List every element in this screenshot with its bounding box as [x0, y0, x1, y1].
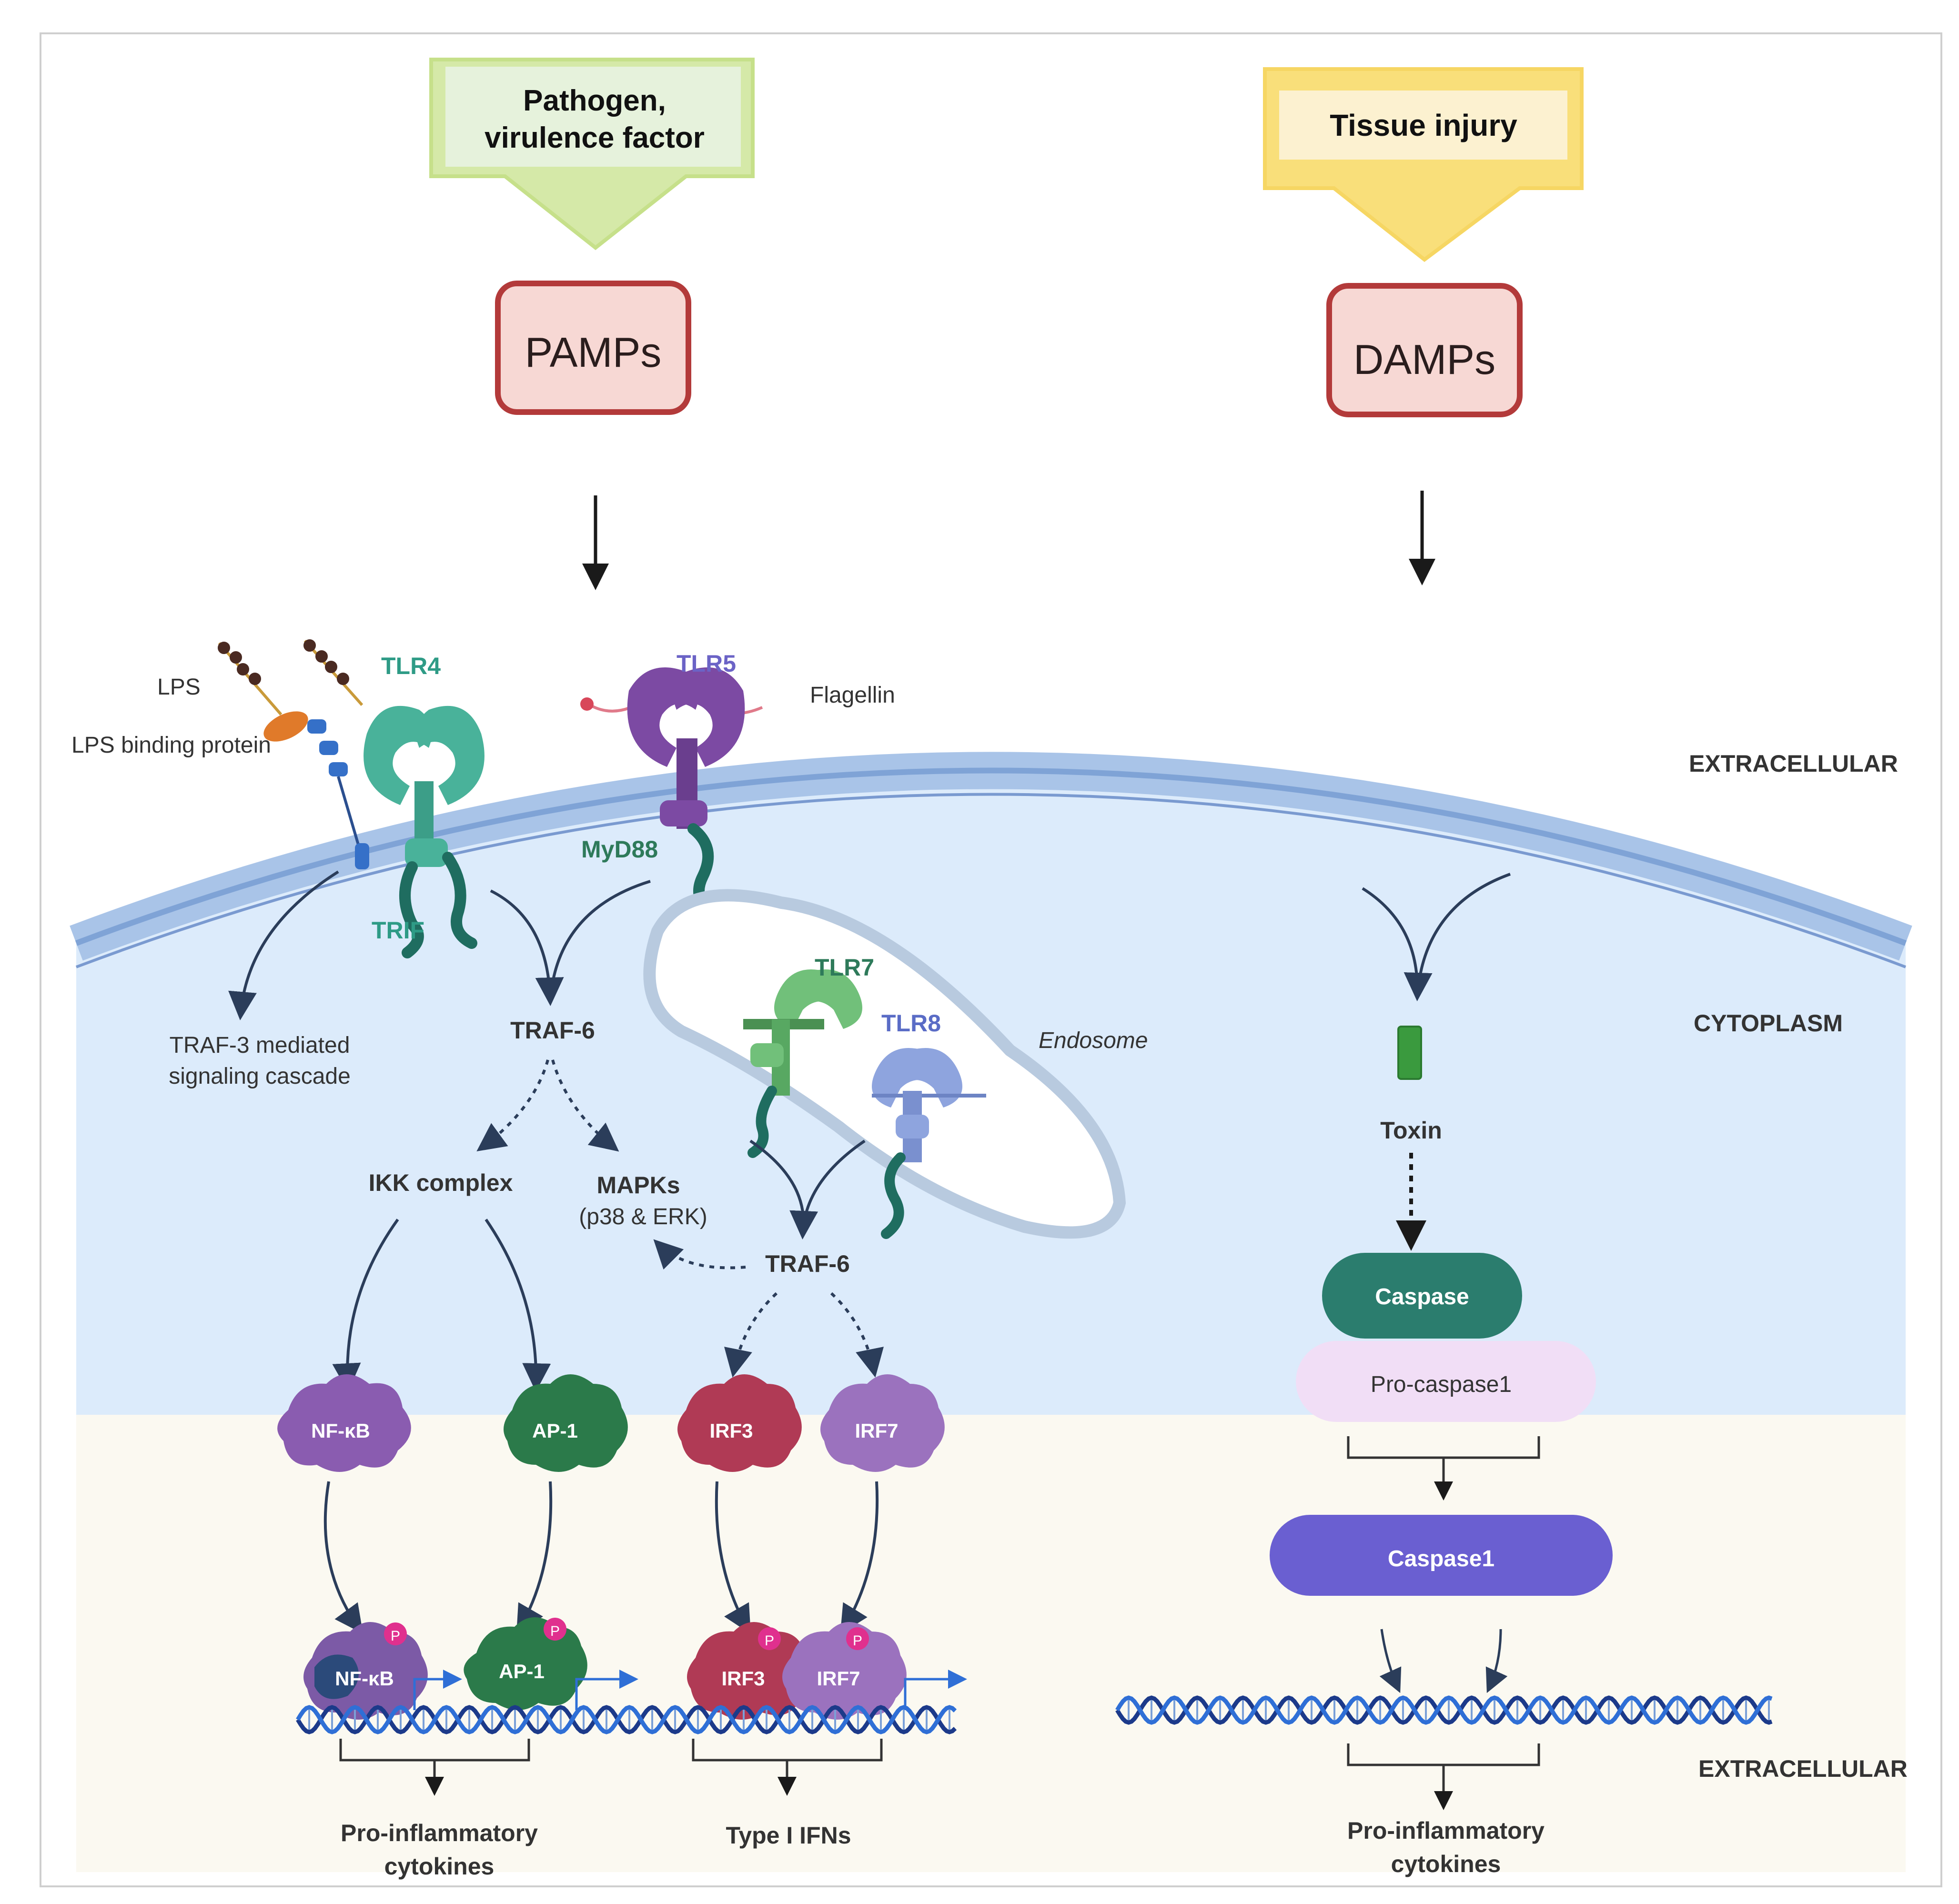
traf6-upper-label: TRAF-6	[510, 1017, 595, 1044]
cytoplasm-label: CYTOPLASM	[1694, 1010, 1843, 1037]
svg-text:virulence factor: virulence factor	[485, 121, 705, 154]
irf7-nuclear-icon: IRF7 P	[782, 1622, 907, 1720]
arrow-nfkb-translocate	[323, 1481, 364, 1634]
membrane-inner-line	[75, 793, 1907, 968]
ap1-nuclear-icon: AP-1 P	[464, 1617, 587, 1710]
damps-label: DAMPs	[1353, 336, 1495, 383]
arrow-to-mapks	[551, 1059, 619, 1152]
irf7-p-badge: P	[853, 1633, 862, 1649]
irf7-cyto-icon: IRF7	[820, 1374, 945, 1472]
nfkb-p-badge: P	[391, 1628, 400, 1644]
damps-box	[1326, 283, 1523, 417]
caspase-bracket	[1347, 1436, 1540, 1501]
arrow-ikk-to-ap1	[485, 1219, 551, 1392]
tlr7-label: TLR7	[815, 954, 874, 981]
arrow-caspase1-left	[1379, 1629, 1402, 1693]
proinflam-right-line1: Pro-inflammatory	[1347, 1817, 1545, 1844]
toxin-label: Toxin	[1380, 1117, 1442, 1144]
arrow-trif-to-traf6	[490, 889, 564, 1006]
arrow-irf3-translocate	[715, 1481, 751, 1634]
flagellin-label: Flagellin	[810, 683, 895, 708]
arrow-to-irf3	[724, 1292, 778, 1378]
svg-text:Pathogen,: Pathogen,	[523, 84, 666, 117]
irf7-cyto-label: IRF7	[855, 1420, 898, 1442]
lps-binding-protein-icon	[263, 711, 308, 742]
proinflam-left-line1: Pro-inflammatory	[341, 1820, 538, 1846]
nfkb-cyto-icon: NF-κB	[277, 1374, 411, 1472]
pathogen-line2: virulence factor	[485, 121, 705, 154]
traf6-lower-label: TRAF-6	[765, 1250, 850, 1277]
arrow-tlr8-to-traf6	[789, 1139, 866, 1239]
caspase-pill	[1322, 1253, 1522, 1339]
arrow-to-traf3	[228, 870, 339, 1020]
mapks-label: MAPKs	[596, 1172, 680, 1199]
irf7-nuclear-label: IRF7	[817, 1667, 860, 1690]
cd14-chain-icon	[307, 719, 369, 869]
output-brackets	[339, 1739, 1540, 1810]
irf3-p-badge: P	[765, 1633, 774, 1649]
irf3-cyto-icon: IRF3	[677, 1374, 802, 1472]
arrow-myd88-to-traf6	[549, 880, 651, 1001]
ap1-cyto-label: AP-1	[532, 1420, 578, 1442]
pamps-label: PAMPs	[525, 329, 662, 376]
traf3-line1: TRAF-3 mediated	[170, 1033, 350, 1058]
pamps-box	[495, 281, 691, 415]
arrow-damps-right	[1416, 873, 1511, 996]
tlr4-receptor-icon	[364, 705, 485, 958]
tissue-callout: Tissue injury	[1263, 67, 1584, 262]
mapks-sub-label: (p38 & ERK)	[579, 1204, 707, 1229]
tlr8-label: TLR8	[881, 1010, 941, 1037]
arrow-caspase1-right	[1485, 1629, 1508, 1693]
myd88-label: MyD88	[581, 836, 658, 863]
tlr5-receptor-icon	[580, 667, 763, 916]
procaspase-label: Pro-caspase1	[1371, 1372, 1512, 1397]
ap1-cyto-icon: AP-1	[504, 1374, 628, 1472]
pathogen-callout: Pathogen, virulence factor	[429, 58, 755, 251]
nfkb-cyto-label: NF-κB	[311, 1420, 370, 1442]
pathogen-line1: Pathogen,	[523, 84, 666, 117]
lps-label: LPS	[157, 675, 201, 700]
ap1-p-badge: P	[550, 1623, 560, 1639]
caspase1-pill	[1270, 1515, 1613, 1596]
nfkb-nuclear-label: NF-κB	[335, 1667, 394, 1690]
proinflam-left-line2: cytokines	[384, 1853, 495, 1880]
arrow-to-ikk	[476, 1059, 549, 1152]
caspase-label: Caspase	[1375, 1284, 1469, 1310]
dna-left-icon	[296, 1705, 957, 1734]
procaspase-pill	[1296, 1341, 1596, 1422]
arrow-irf7-translocate	[840, 1481, 879, 1634]
ap1-nuclear-label: AP-1	[499, 1660, 545, 1682]
type1-ifns-label: Type I IFNs	[726, 1822, 851, 1849]
arrow-ikk-to-nfkb	[332, 1219, 399, 1392]
dna-right-icon	[1115, 1695, 1773, 1725]
arrow-ap1-translocate	[516, 1481, 553, 1634]
endosome-label: Endosome	[1039, 1028, 1148, 1053]
arrow-traf6-to-mapks	[653, 1239, 746, 1270]
lps-molecule-icon	[218, 639, 364, 715]
arrow-damps-left	[1362, 887, 1433, 1001]
irf3-nuclear-label: IRF3	[721, 1667, 765, 1690]
trif-label: TRIF	[372, 917, 424, 944]
tlr8-receptor-icon	[872, 1048, 986, 1239]
tlr4-label: TLR4	[381, 653, 441, 679]
extracellular-top-label: EXTRACELLULAR	[1689, 750, 1898, 777]
transcription-start-arrows	[413, 1670, 967, 1710]
ikk-complex-label: IKK complex	[369, 1169, 513, 1196]
arrow-to-irf7	[830, 1292, 884, 1378]
nfkb-nuclear-icon: NF-κB P	[303, 1622, 428, 1720]
proinflam-right-line2: cytokines	[1391, 1851, 1501, 1877]
tissue-injury-label: Tissue injury	[1330, 108, 1517, 142]
tlr5-label: TLR5	[677, 650, 736, 677]
toxin-icon	[1397, 1026, 1422, 1080]
traf3-line2: signaling cascade	[169, 1064, 351, 1089]
caspase1-label: Caspase1	[1388, 1546, 1494, 1572]
irf3-cyto-label: IRF3	[709, 1420, 753, 1442]
tlr7-receptor-icon	[743, 969, 862, 1158]
lps-binding-protein-label: LPS binding protein	[71, 733, 271, 758]
irf3-nuclear-icon: IRF3 P	[687, 1622, 811, 1720]
extracellular-bottom-label: EXTRACELLULAR	[1698, 1755, 1908, 1782]
